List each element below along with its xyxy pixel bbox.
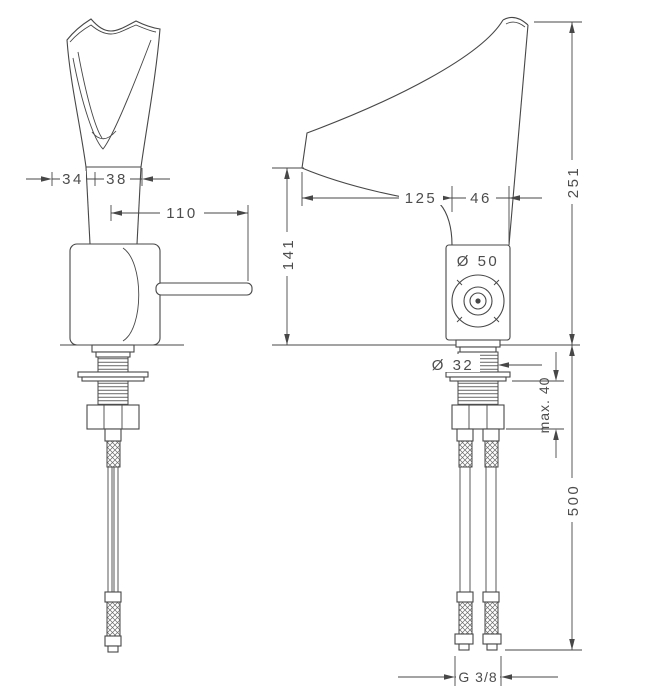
dim-141-label: 141 (280, 238, 297, 271)
body-side (69, 243, 161, 346)
mounting-shaft-front (445, 339, 511, 430)
dim-46-label: 46 (470, 190, 492, 207)
dimension-500: 500 (505, 345, 582, 651)
dimension-g38: G 3/8 (398, 656, 558, 686)
dimension-dia-32: Ø 32 (428, 354, 542, 374)
dimension-125-46: 125 46 (301, 172, 542, 243)
dim-38-label: 38 (106, 171, 128, 188)
handle-lever (155, 282, 253, 296)
dimension-251: 251 (534, 21, 582, 345)
control-knob (451, 274, 505, 328)
dia-32-label: Ø 32 (432, 357, 475, 374)
spout-front (301, 16, 529, 246)
body-front: Ø 50 (445, 244, 511, 341)
dimension-141: 141 (272, 167, 304, 345)
supply-hoses-front (454, 428, 502, 651)
side-view: 34 38 110 (26, 18, 253, 653)
spout-side (66, 18, 161, 245)
front-view: Ø 50 (272, 16, 582, 686)
max-40-label: max. 40 (536, 377, 552, 434)
supply-hose-side (104, 428, 122, 653)
dimension-max-40: max. 40 (506, 352, 564, 458)
dim-500-label: 500 (565, 484, 582, 517)
dim-251-label: 251 (565, 166, 582, 199)
dim-34-label: 34 (62, 171, 84, 188)
mounting-shaft-side (77, 344, 149, 430)
dim-110-label: 110 (166, 205, 197, 222)
thread-g38-label: G 3/8 (458, 669, 497, 685)
dimension-34-38: 34 38 (26, 168, 170, 188)
dimension-110: 110 (110, 205, 249, 281)
dim-125-label: 125 (405, 190, 438, 207)
dia-50-label: Ø 50 (457, 253, 500, 270)
